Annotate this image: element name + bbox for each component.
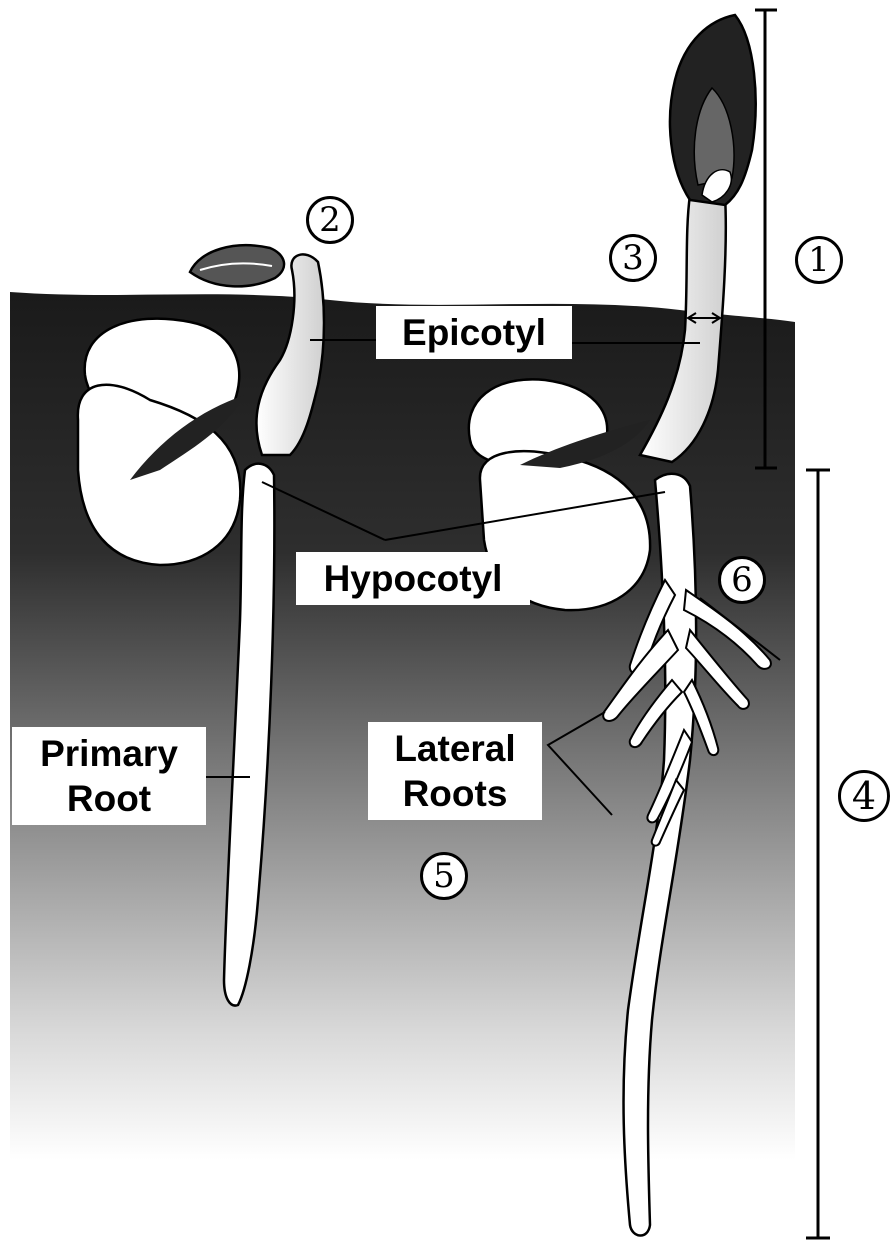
primary-root-label-line1: Primary [22, 731, 196, 776]
marker-4: 4 [838, 770, 890, 822]
epicotyl-label: Epicotyl [376, 306, 572, 359]
marker-5: 5 [420, 852, 468, 900]
hypocotyl-label: Hypocotyl [296, 552, 530, 605]
marker-6: 6 [718, 556, 766, 604]
marker-3: 3 [609, 234, 657, 282]
marker-2: 2 [306, 196, 354, 244]
root-bracket [806, 470, 830, 1238]
primary-root-label-line2: Root [22, 776, 196, 821]
lateral-roots-label-line1: Lateral [378, 726, 532, 771]
lateral-roots-label: Lateral Roots [368, 722, 542, 820]
lateral-roots-label-line2: Roots [378, 771, 532, 816]
marker-1: 1 [795, 236, 843, 284]
primary-root-label: Primary Root [12, 727, 206, 825]
